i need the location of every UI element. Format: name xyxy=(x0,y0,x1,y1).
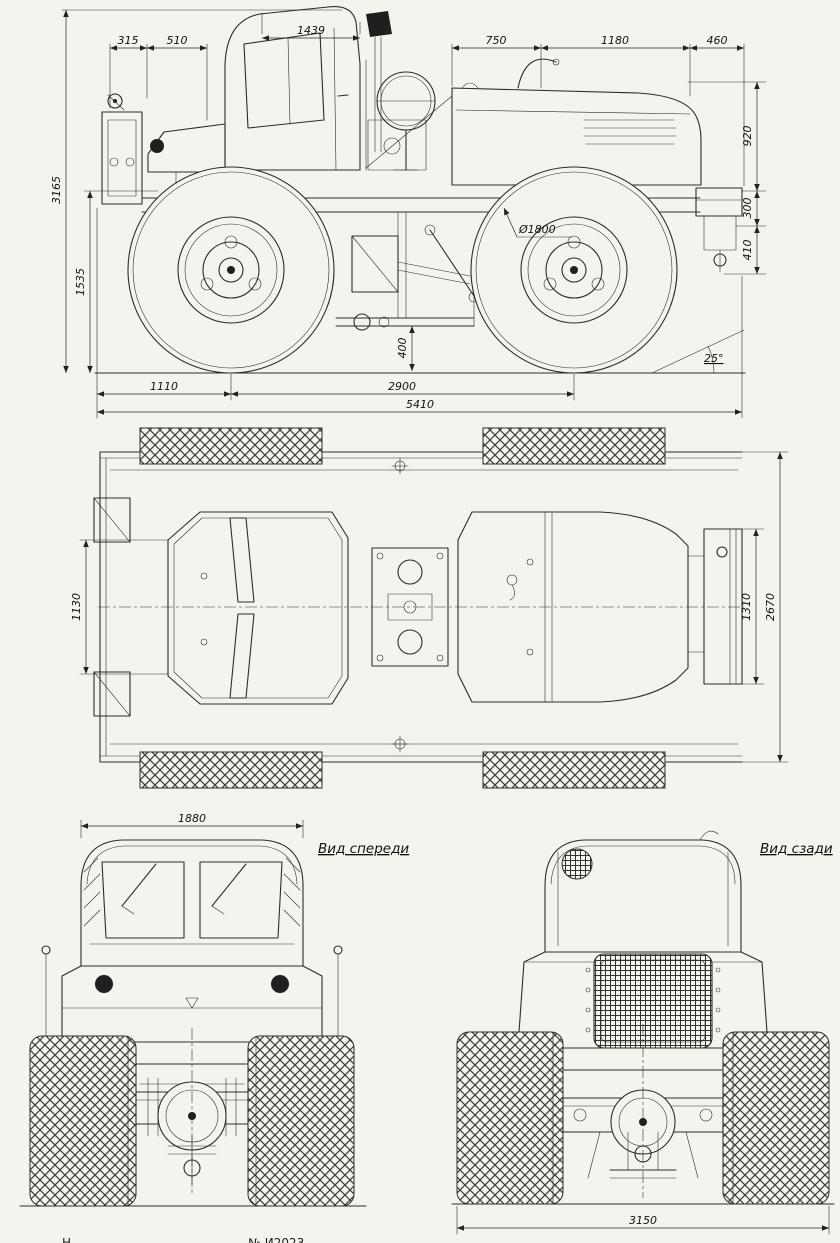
rear-wheel xyxy=(470,166,678,374)
cab-front xyxy=(80,839,304,967)
view-label-rear: Вид сзади xyxy=(760,841,833,857)
dim-1535: 1535 xyxy=(74,268,87,296)
winch-pulley xyxy=(107,93,123,109)
footer-caption: Н №-И2023 xyxy=(62,1236,304,1243)
dim-1180: 1180 xyxy=(601,34,629,47)
front-bumper xyxy=(101,111,143,205)
front-view-wheel-right xyxy=(247,1035,355,1207)
dim-410: 410 xyxy=(741,240,754,261)
rear-view-wheel-right xyxy=(722,1031,830,1205)
side-view xyxy=(94,6,746,374)
radiator-top xyxy=(703,528,743,685)
rear-view-wheel-left xyxy=(456,1031,564,1205)
control-lever xyxy=(517,58,557,89)
headlight-left xyxy=(95,975,113,993)
dim-510: 510 xyxy=(167,34,188,47)
hydraulic-cylinder xyxy=(429,229,475,297)
side-view-dimensions: 315 510 1439 750 1180 460 3165 1535 920 … xyxy=(50,9,767,419)
engine-hood xyxy=(451,87,702,186)
dim-750: 750 xyxy=(486,34,507,47)
dim-460: 460 xyxy=(707,34,728,47)
cab-rear xyxy=(544,839,742,953)
hood-top xyxy=(457,511,689,703)
dim-wheel-diameter: Ø1800 xyxy=(518,223,556,236)
windshield-left xyxy=(101,861,185,939)
dim-1110: 1110 xyxy=(150,380,178,393)
front-view-wheel-left xyxy=(29,1035,137,1207)
top-view-wheels xyxy=(139,427,666,789)
front-wheel xyxy=(127,166,335,374)
dim-300: 300 xyxy=(741,198,754,219)
front-view-dimensions: 1880 Вид спереди xyxy=(80,812,409,857)
windshield-pillar xyxy=(229,517,255,603)
top-view xyxy=(93,427,744,789)
footer-fragment-left: Н xyxy=(62,1236,71,1243)
headlight xyxy=(150,139,164,153)
windshield-right xyxy=(199,861,283,939)
dim-departure-angle: 25° xyxy=(704,352,724,365)
dim-1439: 1439 xyxy=(297,24,325,37)
dim-400: 400 xyxy=(396,338,409,359)
footer-fragment-right: №-И2023 xyxy=(248,1236,304,1243)
pillar-hatching xyxy=(83,857,301,927)
air-cleaner-rear xyxy=(561,848,593,880)
dim-1310: 1310 xyxy=(740,593,753,621)
cab-window xyxy=(243,32,325,129)
headlight-right xyxy=(271,975,289,993)
transfer-case xyxy=(351,235,399,293)
emblem xyxy=(185,997,199,1009)
cab-roof xyxy=(167,511,349,705)
dim-1130: 1130 xyxy=(70,593,83,621)
dim-2900: 2900 xyxy=(388,380,416,393)
dim-3150: 3150 xyxy=(629,1214,657,1227)
exhaust-stack xyxy=(366,11,392,37)
rear-hitch xyxy=(695,187,743,217)
wiper xyxy=(121,863,157,907)
dim-1880: 1880 xyxy=(178,812,206,825)
radiator-grille xyxy=(593,953,713,1049)
dim-2670: 2670 xyxy=(764,593,777,621)
view-label-front: Вид спереди xyxy=(318,841,409,857)
dim-5410: 5410 xyxy=(406,398,434,411)
dim-315: 315 xyxy=(118,34,139,47)
windshield-pillar xyxy=(229,613,255,699)
rear-view-dimensions: Вид сзади 3150 xyxy=(456,841,833,1235)
top-view-dimensions: 1130 1310 2670 xyxy=(70,451,789,763)
rear-view xyxy=(451,830,835,1205)
grille-bolts xyxy=(585,967,721,1033)
wiper xyxy=(211,863,247,907)
dim-3165: 3165 xyxy=(50,176,63,204)
center-mark xyxy=(391,457,409,753)
dim-920: 920 xyxy=(741,126,754,147)
front-view xyxy=(19,839,367,1207)
cab-side xyxy=(224,6,361,171)
